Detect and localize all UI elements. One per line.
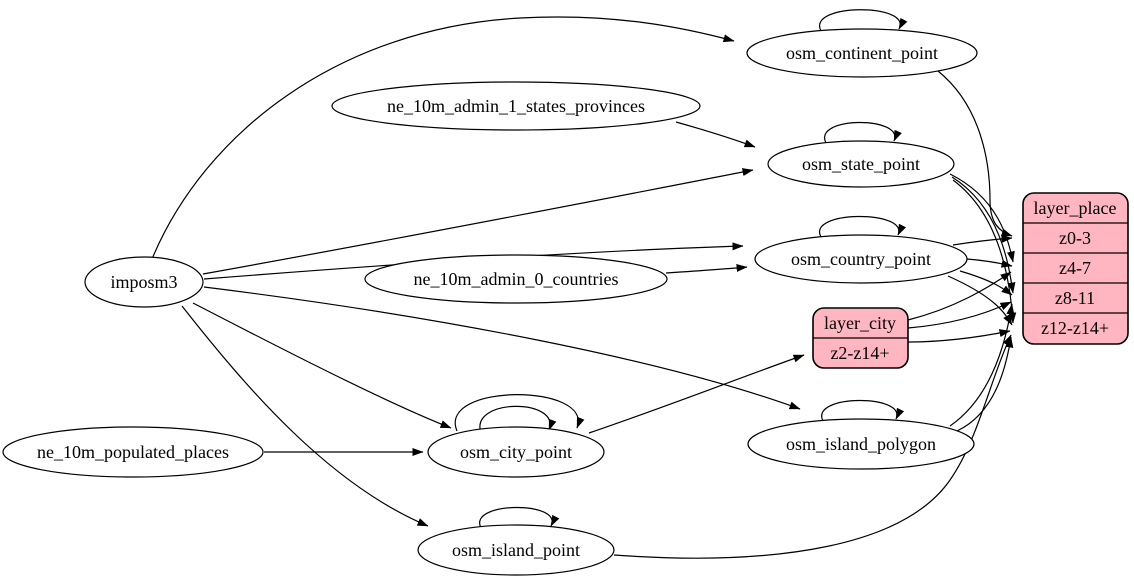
record-layer_place-row-z4-7: z4-7: [1059, 258, 1091, 278]
record-layer_place-row-z12-z14: z12-z14+: [1041, 318, 1109, 338]
edge-imposm3-osm_island_polygon: [203, 286, 801, 410]
record-layer_place-box: [1022, 192, 1129, 345]
edge-imposm3-osm_state_point: [202, 168, 754, 275]
self-loop-osm_country_point: [818, 215, 907, 238]
self-loop-osm_city_point-outer: [454, 394, 585, 432]
node-osm_state_point-label: osm_state_point: [802, 154, 920, 174]
node-osm_island_point-label: osm_island_point: [452, 540, 580, 560]
node-osm_continent_point-shape: [746, 28, 978, 78]
node-ne_10m_populated_places-shape: [2, 426, 264, 478]
node-osm_city_point-label: osm_city_point: [460, 442, 572, 462]
node-imposm3-label: imposm3: [110, 272, 177, 292]
edge-osm_continent_point-z0-3: [937, 70, 1013, 237]
self-loop-osm_continent_point: [818, 9, 908, 32]
edge-osm_island_point-z12-z14: [613, 334, 1012, 559]
record-layer_place: layer_place z0-3 z4-7 z8-11 z12-z14+: [1022, 192, 1129, 345]
node-osm_island_point-shape: [417, 524, 615, 576]
node-ne_10m_populated_places: ne_10m_populated_places: [2, 426, 264, 478]
edge-osm_island_polygon-z8-11: [949, 303, 1015, 427]
edge-layer_city-z4-7: [907, 271, 1012, 321]
edge-layer: [151, 9, 1017, 559]
node-ne_10m_admin_1_states_provinces: ne_10m_admin_1_states_provinces: [331, 81, 701, 131]
node-osm_continent_point-label: osm_continent_point: [786, 43, 938, 63]
edge-imposm3-osm_city_point: [192, 302, 452, 429]
node-osm_island_polygon-shape: [747, 418, 975, 470]
self-loop-osm_island_point: [479, 506, 560, 529]
node-osm_city_point: osm_city_point: [427, 426, 605, 478]
edge-ne_10m_admin_1_states_provinces-osm_state_point: [675, 121, 756, 148]
edge-osm_country_point-z8-11: [959, 270, 1013, 296]
edge-osm_city_point-layer_city: [588, 354, 805, 434]
node-osm_island_point: osm_island_point: [417, 524, 615, 576]
record-layer_place-row-z8-11: z8-11: [1055, 288, 1095, 308]
edge-osm_country_point-z0-3: [952, 234, 1013, 246]
record-layer_city: layer_city z2-z14+: [812, 307, 909, 369]
self-loop-osm_state_point: [823, 121, 902, 144]
self-loop-osm_island_polygon: [821, 399, 905, 422]
self-loop-osm_city_point-inner: [479, 405, 557, 434]
node-ne_10m_admin_1_states_provinces-shape: [331, 81, 701, 131]
node-osm_island_polygon: osm_island_polygon: [747, 418, 975, 470]
edge-imposm3-osm_island_point: [181, 305, 429, 527]
edge-osm_country_point-z4-7: [966, 258, 1013, 268]
node-imposm3-shape: [84, 256, 204, 308]
node-osm_state_point-shape: [767, 140, 955, 188]
node-osm_island_polygon-label: osm_island_polygon: [786, 434, 936, 454]
edge-layer_city-z8-11: [907, 301, 1012, 329]
node-osm_country_point-label: osm_country_point: [791, 249, 931, 269]
edge-layer_city-z12-z14: [907, 329, 1011, 343]
edge-osm_state_point-z4-7: [949, 173, 1015, 263]
node-ne_10m_admin_0_countries-label: ne_10m_admin_0_countries: [414, 269, 619, 289]
node-ne_10m_populated_places-label: ne_10m_populated_places: [37, 442, 229, 462]
node-ne_10m_admin_0_countries: ne_10m_admin_0_countries: [364, 254, 668, 304]
node-osm_continent_point: osm_continent_point: [746, 28, 978, 78]
edge-ne_10m_admin_0_countries-osm_country_point: [665, 264, 748, 274]
node-osm_country_point-shape: [754, 234, 968, 284]
node-ne_10m_admin_1_states_provinces-label: ne_10m_admin_1_states_provinces: [387, 96, 645, 116]
node-osm_city_point-shape: [427, 426, 605, 478]
record-layer_place-row-z0-3: z0-3: [1059, 228, 1091, 248]
edge-imposm3-osm_continent_point: [151, 16, 735, 260]
record-layer_city-row-z2-z14: z2-z14+: [830, 343, 889, 363]
edge-osm_state_point-z8-11: [951, 176, 1016, 294]
record-layer_city-header: layer_city: [824, 313, 896, 333]
node-osm_country_point: osm_country_point: [754, 234, 968, 284]
node-osm_state_point: osm_state_point: [767, 140, 955, 188]
edge-osm_country_point-z12-z14: [947, 275, 1013, 326]
record-layer_place-header: layer_place: [1034, 198, 1117, 218]
node-ne_10m_admin_0_countries-shape: [364, 254, 668, 304]
edge-osm_island_polygon-z12-z14: [956, 336, 1014, 432]
node-imposm3: imposm3: [84, 256, 204, 308]
